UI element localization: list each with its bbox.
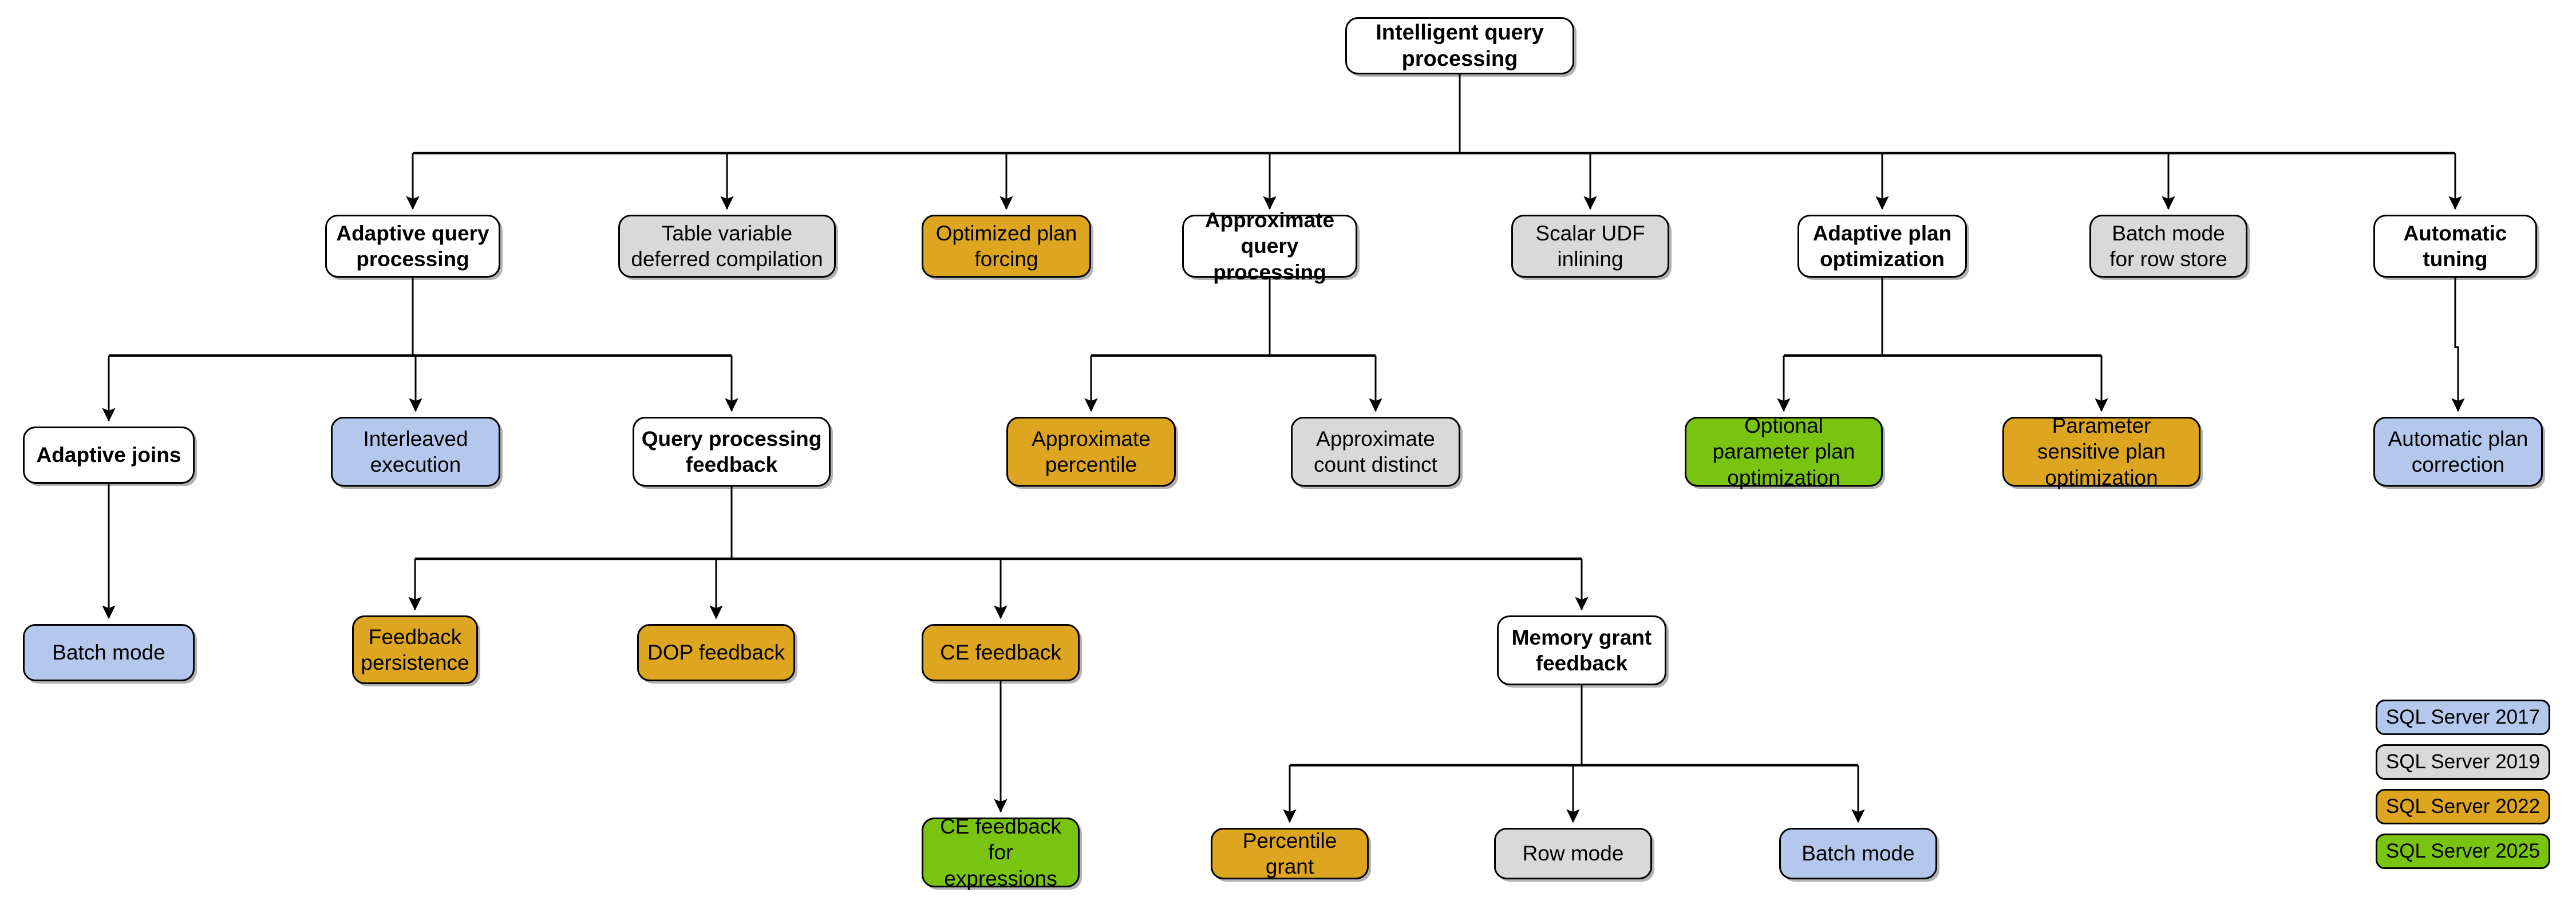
- node-interleaved[interactable]: Interleaved execution: [331, 417, 500, 487]
- node-label: Automatic tuning: [2403, 221, 2507, 271]
- legend-item-label: SQL Server 2022: [2385, 795, 2541, 818]
- legend-item-sql2022: SQL Server 2022: [2376, 789, 2550, 824]
- node-apo[interactable]: Adaptive plan optimization: [1797, 215, 1967, 278]
- node-cefbexpr[interactable]: CE feedback for expressions: [922, 815, 1080, 890]
- node-autotune[interactable]: Automatic tuning: [2373, 215, 2537, 278]
- node-label: Optional parameter plan optimization: [1712, 414, 1855, 489]
- node-qpf[interactable]: Query processing feedback: [633, 417, 831, 487]
- node-label: Adaptive query processing: [336, 221, 489, 271]
- node-label: Adaptive joins: [36, 443, 181, 467]
- node-label: CE feedback: [940, 641, 1061, 665]
- node-label: Automatic plan correction: [2388, 427, 2528, 476]
- node-apcountdist[interactable]: Approximate count distinct: [1291, 417, 1460, 487]
- node-label: Approximate query processing: [1204, 208, 1335, 284]
- node-oppo[interactable]: Optional parameter plan optimization: [1685, 414, 1883, 489]
- node-pspo[interactable]: Parameter sensitive plan optimization: [2002, 414, 2200, 489]
- node-label: Query processing feedback: [641, 427, 822, 476]
- node-label: DOP feedback: [647, 641, 785, 665]
- node-appercentile[interactable]: Approximate percentile: [1006, 417, 1176, 487]
- legend-item-label: SQL Server 2025: [2385, 840, 2541, 862]
- node-label: CE feedback for expressions: [940, 815, 1061, 890]
- legend-item-sql2025: SQL Server 2025: [2376, 834, 2550, 869]
- node-mgf[interactable]: Memory grant feedback: [1497, 615, 1666, 685]
- node-label: Optimized plan forcing: [935, 221, 1077, 271]
- legend-item-sql2017: SQL Server 2017: [2376, 700, 2550, 735]
- node-label: Batch mode: [1801, 842, 1915, 866]
- node-cefb[interactable]: CE feedback: [922, 624, 1080, 681]
- node-label: Feedback persistence: [361, 625, 469, 674]
- node-batchmode1[interactable]: Batch mode: [23, 624, 195, 681]
- node-batchmode2[interactable]: Batch mode: [1779, 828, 1937, 879]
- node-dopfb[interactable]: DOP feedback: [637, 624, 795, 681]
- node-label: Memory grant feedback: [1511, 625, 1652, 675]
- node-label: Adaptive plan optimization: [1812, 221, 1952, 271]
- node-label: Approximate percentile: [1032, 427, 1151, 476]
- node-label: Parameter sensitive plan optimization: [2037, 414, 2166, 489]
- node-label: Interleaved execution: [363, 427, 468, 476]
- legend-item-label: SQL Server 2019: [2385, 751, 2541, 773]
- node-label: Batch mode for row store: [2109, 221, 2227, 271]
- node-aqp[interactable]: Adaptive query processing: [325, 215, 500, 278]
- node-adaptivejoins[interactable]: Adaptive joins: [23, 427, 195, 484]
- node-bmrs[interactable]: Batch mode for row store: [2089, 215, 2247, 278]
- node-root[interactable]: Intelligent query processing: [1345, 17, 1574, 74]
- node-label: Table variable deferred compilation: [631, 221, 823, 271]
- node-tvdc[interactable]: Table variable deferred compilation: [618, 215, 836, 278]
- node-label: Percentile grant: [1242, 828, 1337, 878]
- node-sudf[interactable]: Scalar UDF inlining: [1511, 215, 1669, 278]
- node-apqp[interactable]: Approximate query processing: [1182, 208, 1357, 284]
- legend-item-label: SQL Server 2017: [2385, 706, 2541, 728]
- legend-item-sql2019: SQL Server 2019: [2376, 744, 2550, 780]
- edge: [2451, 278, 2465, 412]
- node-label: Scalar UDF inlining: [1535, 221, 1645, 271]
- node-label: Intelligent query processing: [1376, 20, 1544, 71]
- node-label: Row mode: [1522, 842, 1624, 866]
- node-pctgrant[interactable]: Percentile grant: [1211, 828, 1369, 879]
- node-rowmode[interactable]: Row mode: [1494, 828, 1652, 879]
- node-apc[interactable]: Automatic plan correction: [2373, 417, 2543, 487]
- node-fbpersist[interactable]: Feedback persistence: [352, 615, 478, 684]
- node-label: Batch mode: [52, 641, 165, 665]
- node-label: Approximate count distinct: [1314, 427, 1437, 476]
- node-opf[interactable]: Optimized plan forcing: [922, 215, 1091, 278]
